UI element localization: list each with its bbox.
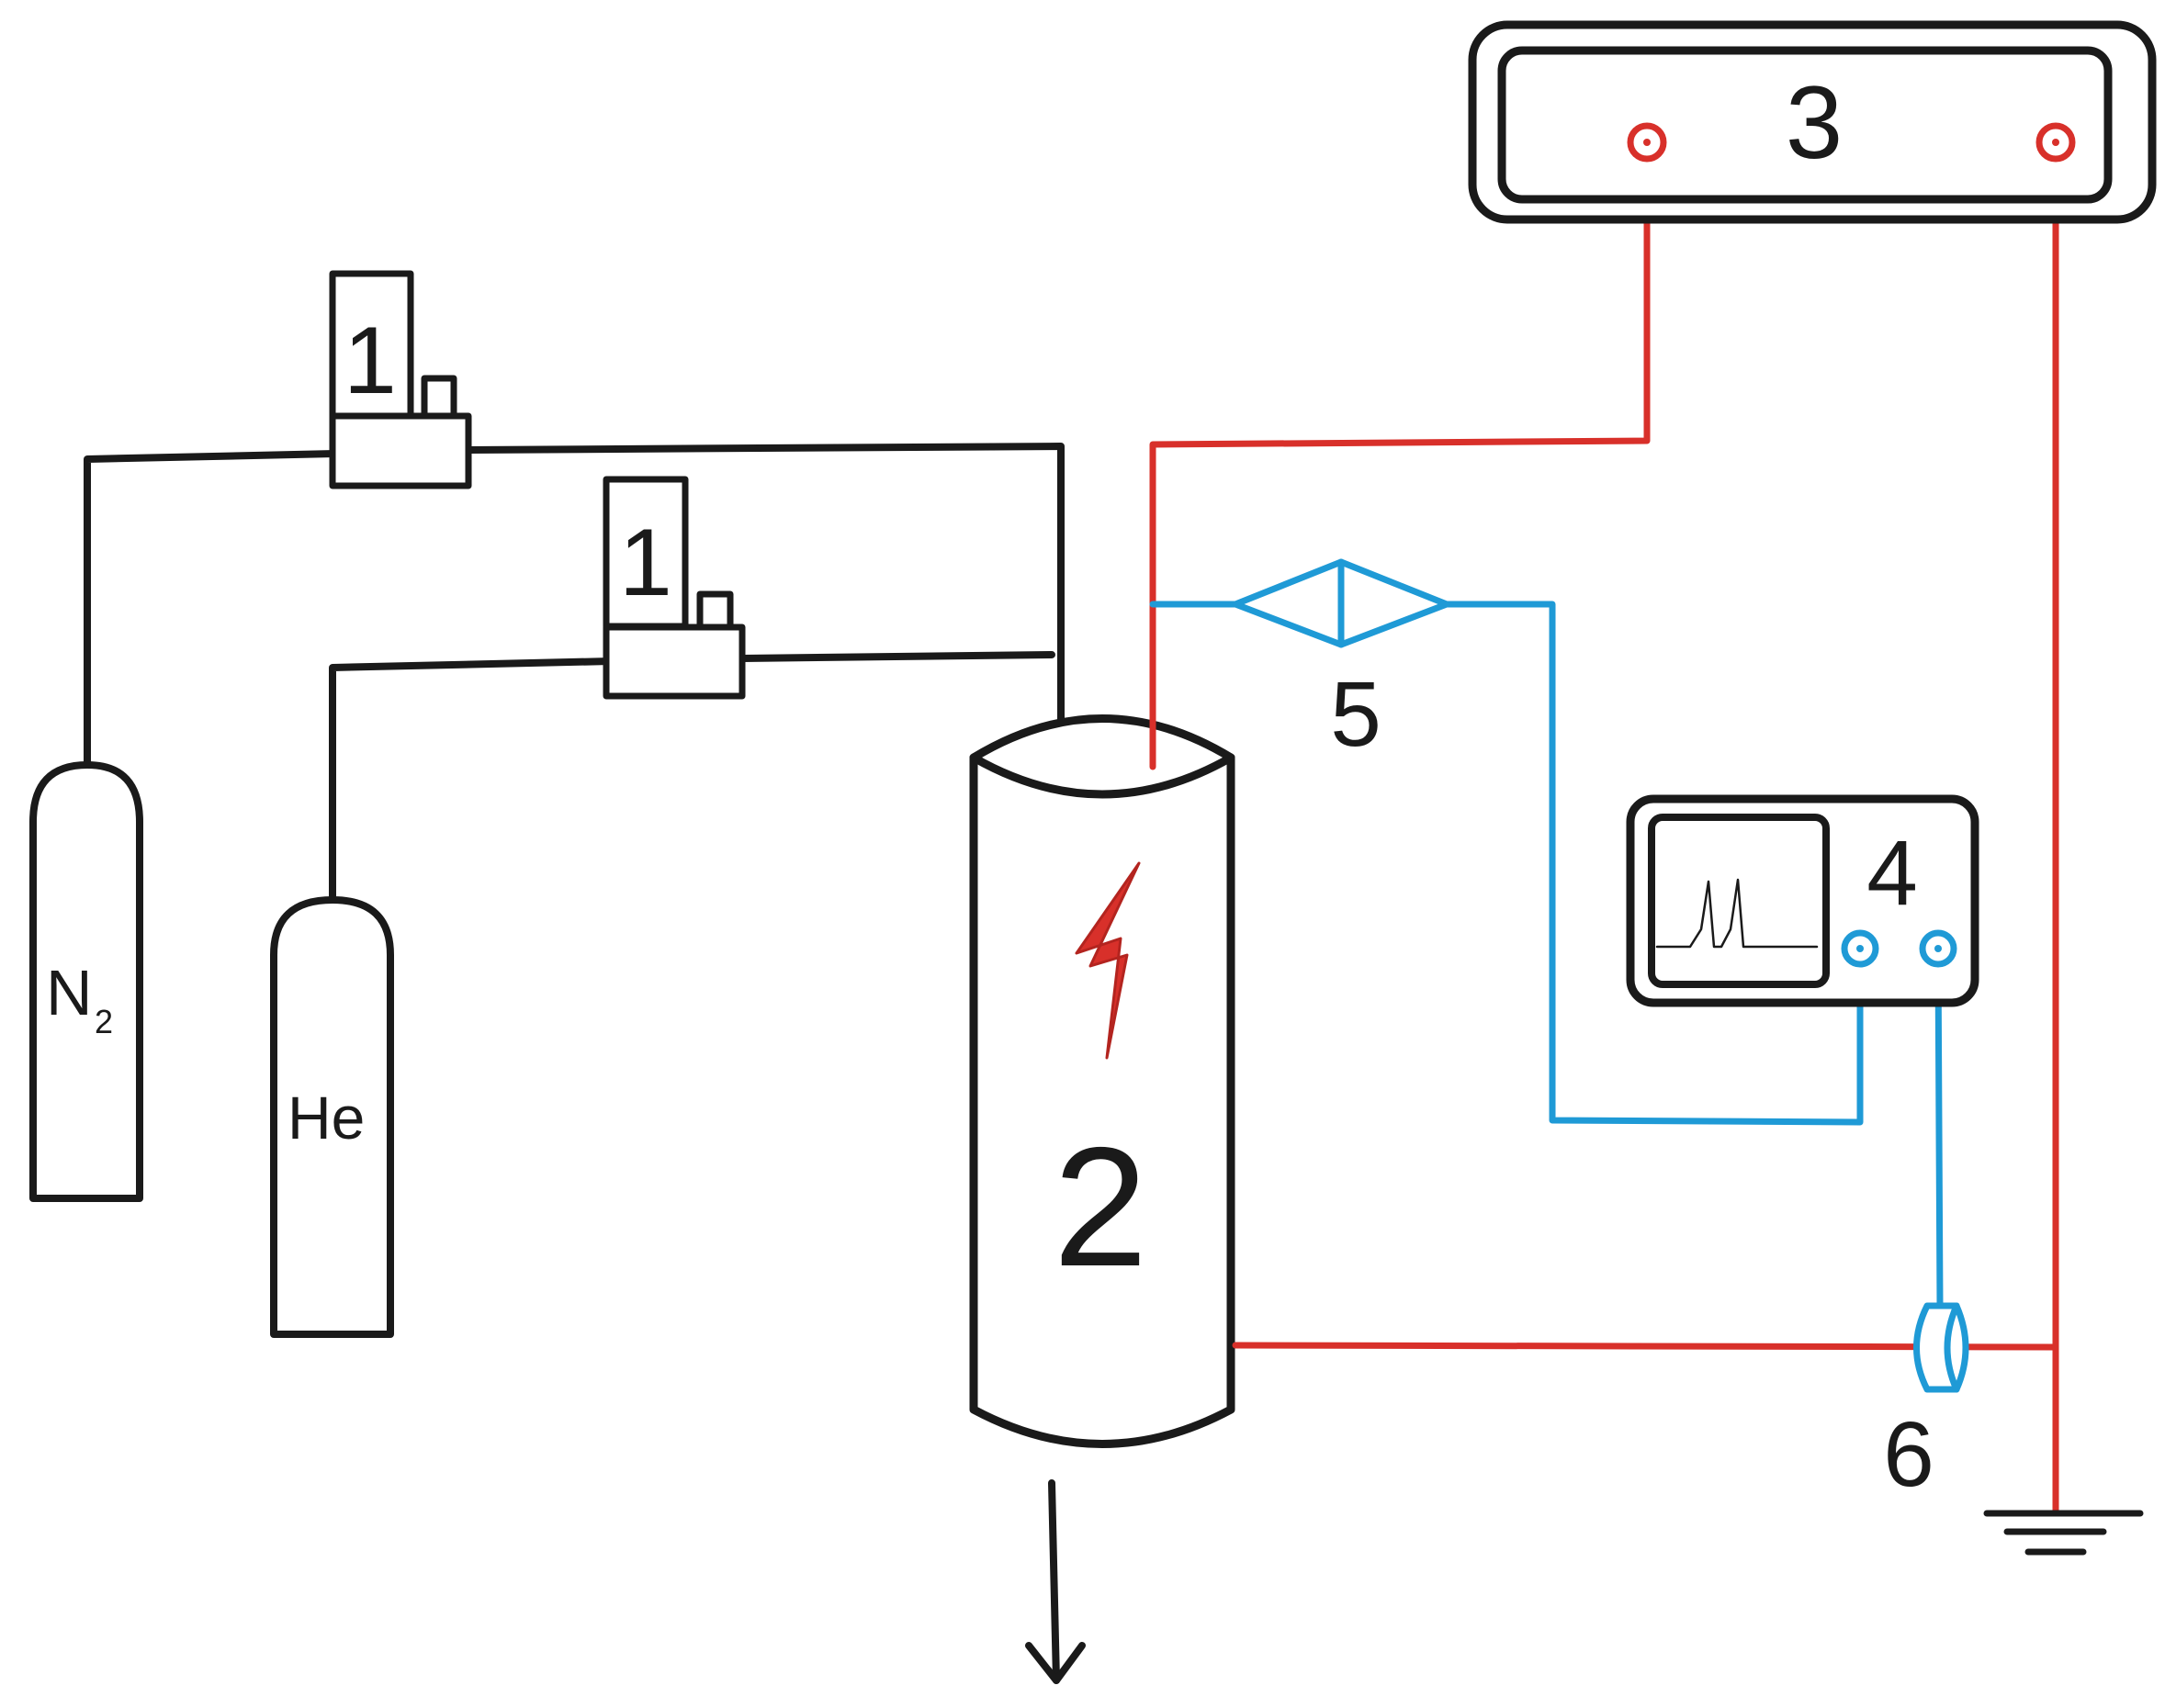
flow-controller-n2: 1 xyxy=(329,270,472,489)
signal-lines xyxy=(1149,601,1944,1310)
flow-controller-he-knob xyxy=(696,590,734,631)
flow-controller-n2-base xyxy=(329,412,472,489)
lightning-bolt-icon xyxy=(1075,861,1141,1060)
power-supply-inner xyxy=(1497,46,2113,204)
oscilloscope-label: 4 xyxy=(1866,822,1918,925)
outlet-arrow-shaft xyxy=(1048,1479,1060,1684)
flow-controller-he-head xyxy=(603,476,689,630)
he-to-reactor-line xyxy=(739,651,1055,662)
n2-subscript: 2 xyxy=(95,1003,113,1040)
n2-cylinder-body xyxy=(29,761,143,1202)
pulse-waveform-icon xyxy=(1655,878,1819,949)
gas-lines xyxy=(84,443,1088,1684)
flow-controller-n2-label: 1 xyxy=(344,308,397,414)
current-probe-cable xyxy=(1934,949,1944,1310)
power-supply-label: 3 xyxy=(1786,65,1843,180)
voltage-probe-label: 5 xyxy=(1330,663,1381,766)
current-probe-face xyxy=(1944,1302,1960,1393)
power-supply: 3 xyxy=(1468,20,2157,224)
power-supply-terminal-hv-dot xyxy=(1643,139,1651,146)
voltage-probe-5: 5 xyxy=(1232,558,1450,766)
reactor-label: 2 xyxy=(1054,1113,1148,1302)
flow-controller-n2-knob xyxy=(421,375,457,420)
current-probe-6: 6 xyxy=(1883,1302,1969,1506)
power-supply-outer xyxy=(1468,20,2157,224)
oscilloscope-input-ch1-dot xyxy=(1856,945,1864,952)
n2-label: N xyxy=(46,957,93,1028)
he-label: He xyxy=(288,1084,365,1152)
n2-to-reactor-line xyxy=(465,443,1065,749)
hv-electrode-wire xyxy=(1149,141,1651,770)
oscilloscope-input-ch2-dot xyxy=(1934,945,1942,952)
current-probe-label: 6 xyxy=(1883,1403,1934,1506)
flow-controller-n2-head xyxy=(329,270,414,420)
current-probe-body xyxy=(1913,1302,1969,1393)
he-cylinder-body xyxy=(270,896,394,1338)
power-supply-terminal-ground-dot xyxy=(2052,139,2059,146)
flow-controller-he-base xyxy=(603,624,746,700)
oscilloscope: 4 xyxy=(1626,794,1979,1007)
flow-controller-he-label: 1 xyxy=(619,510,672,616)
reactor-top-rim xyxy=(969,714,1235,799)
n2-cylinder: N 2 xyxy=(29,761,143,1202)
outlet-arrow-head xyxy=(1025,1642,1086,1684)
reactor-body xyxy=(969,753,1235,1448)
he-cylinder: He xyxy=(270,896,394,1338)
flow-controller-he: 1 xyxy=(603,476,746,700)
he-gas-line xyxy=(329,657,615,904)
reactor: 2 xyxy=(969,714,1235,1448)
ground-symbol-icon xyxy=(1983,1510,2144,1556)
voltage-probe-cable xyxy=(1443,601,1864,1126)
n2-gas-line xyxy=(84,450,339,775)
